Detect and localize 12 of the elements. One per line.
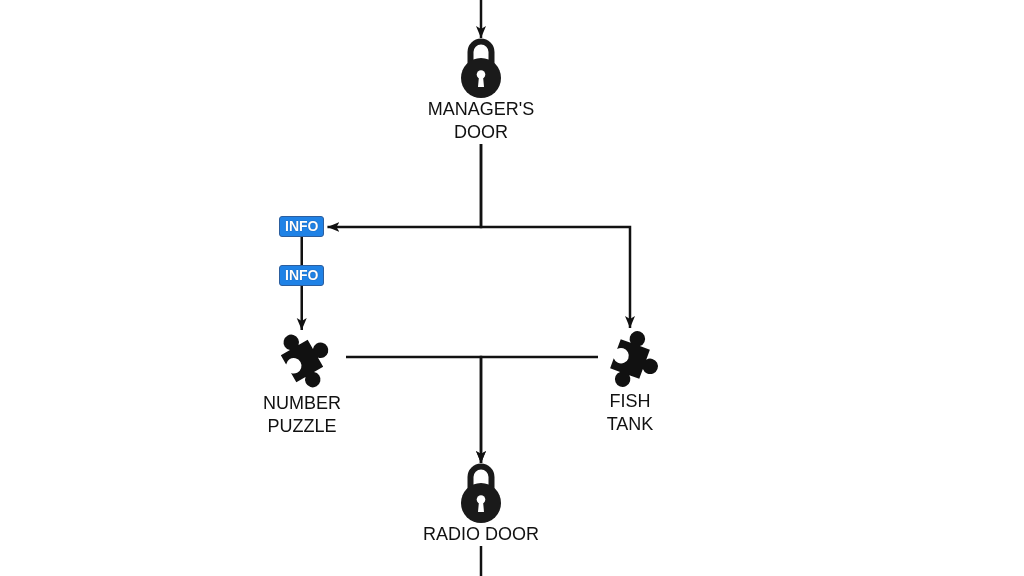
node-label: MANAGER'S DOOR [426, 98, 536, 144]
node-label: NUMBER PUZZLE [262, 392, 342, 438]
connector-line [300, 237, 303, 265]
arrow [296, 286, 307, 330]
node-label: RADIO DOOR [422, 523, 540, 546]
node-label: FISH TANK [605, 390, 655, 436]
info-tag: INFO [279, 265, 325, 286]
arrow [476, 0, 486, 38]
connector-line [479, 546, 483, 576]
arrow [479, 144, 635, 328]
arrow [476, 355, 598, 463]
info-tag: INFO [279, 216, 325, 237]
